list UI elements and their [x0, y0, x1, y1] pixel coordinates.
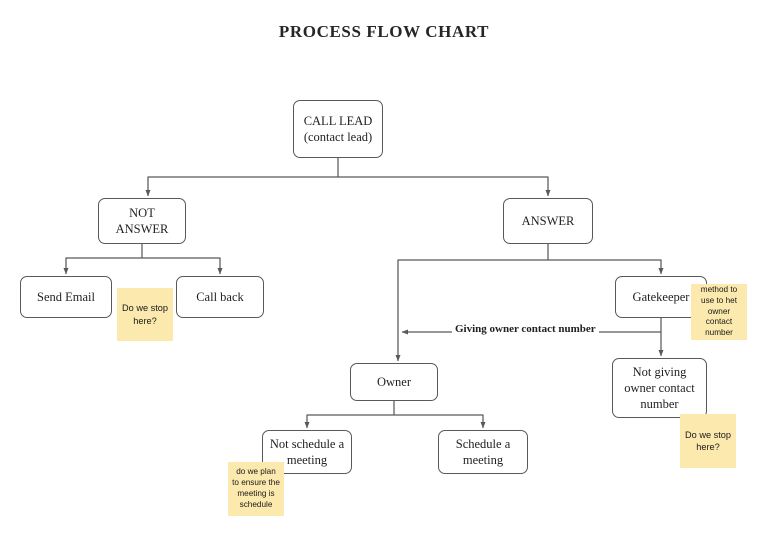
edge-label-text: Giving owner contact number [455, 323, 596, 335]
node-not-giving-label: Not giving owner contact number [624, 365, 695, 411]
page-title: PROCESS FLOW CHART [278, 22, 490, 41]
node-call-back-label: Call back [196, 290, 244, 304]
node-not-schedule-label: Not schedule a meeting [269, 437, 345, 467]
node-call-back[interactable]: Call back [176, 276, 264, 318]
edge-not-answer-to-send-email [63, 257, 142, 275]
sticky-note-do-we-stop-here-right[interactable]: Do we stop here? [680, 414, 736, 468]
edge-owner-to-schedule [394, 414, 486, 429]
node-owner-label: Owner [376, 375, 411, 389]
sticky-note-method-to-use[interactable]: method to use to het owner contact numbe… [691, 284, 747, 340]
sticky-note-text: Do we stop here? [685, 429, 731, 452]
edge-answer-to-gatekeeper [548, 259, 664, 275]
node-call-lead[interactable]: CALL LEAD (contact lead) [293, 100, 383, 158]
sticky-note-text: method to use to het owner contact numbe… [700, 284, 738, 338]
edge-label-giving-owner-contact-number: Giving owner contact number [452, 323, 599, 335]
sticky-note-text: do we plan to ensure the meeting is sche… [232, 467, 280, 509]
node-owner[interactable]: Owner [350, 363, 438, 401]
sticky-note-text: Do we stop here? [122, 303, 168, 326]
node-call-lead-label: CALL LEAD (contact lead) [303, 114, 373, 144]
node-send-email-label: Send Email [37, 290, 95, 304]
edge-answer-to-owner [395, 259, 548, 362]
node-answer[interactable]: ANSWER [503, 198, 593, 244]
node-not-answer-label: NOT ANSWER [115, 206, 169, 236]
edge-owner-to-not-schedule [304, 414, 394, 429]
node-gatekeeper-label: Gatekeeper [632, 290, 690, 304]
node-not-giving-owner-contact-number[interactable]: Not giving owner contact number [612, 358, 707, 418]
node-not-answer[interactable]: NOT ANSWER [98, 198, 186, 244]
sticky-note-do-we-plan-to-ensure[interactable]: do we plan to ensure the meeting is sche… [228, 462, 284, 516]
edge-call-lead-to-answer [338, 176, 551, 197]
edge-call-lead-to-not-answer [145, 176, 338, 197]
node-answer-label: ANSWER [521, 214, 575, 228]
edge-not-answer-to-call-back [142, 257, 223, 275]
sticky-note-do-we-stop-here-left[interactable]: Do we stop here? [117, 288, 173, 341]
node-schedule-label: Schedule a meeting [455, 437, 511, 467]
node-schedule-a-meeting[interactable]: Schedule a meeting [438, 430, 528, 474]
node-send-email[interactable]: Send Email [20, 276, 112, 318]
